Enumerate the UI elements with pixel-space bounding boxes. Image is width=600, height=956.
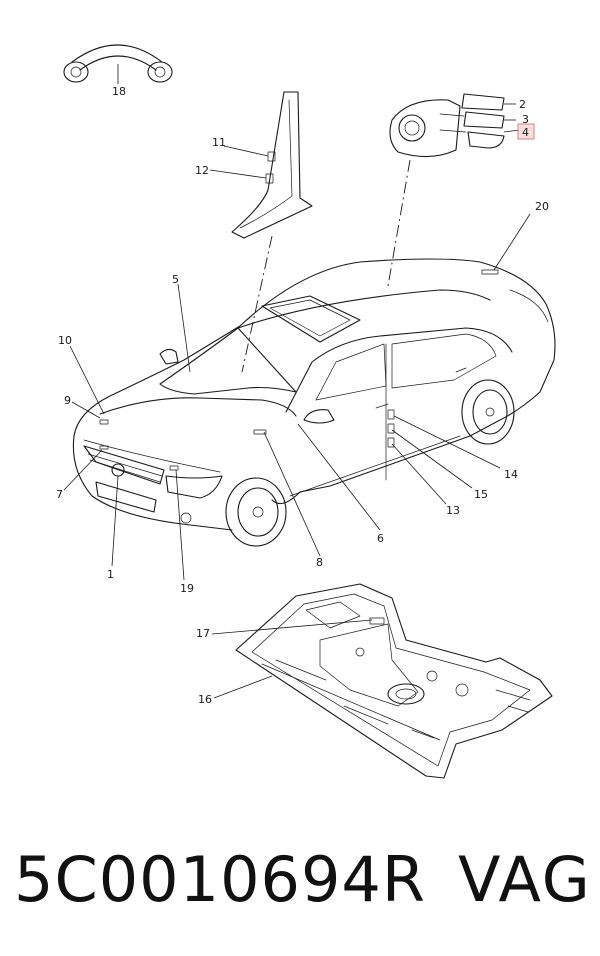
- callout-1: 1: [107, 568, 114, 581]
- callout-labels: 18 11 12 2 3 4 20 5 10 9 7 1 19 8 6 14 1…: [56, 85, 549, 706]
- callout-6: 6: [377, 532, 384, 545]
- dash-pillar: [241, 235, 273, 373]
- part-fuel-door: [389, 93, 521, 158]
- callout-17: 17: [196, 627, 210, 640]
- callout-11: 11: [212, 136, 226, 149]
- car-body: [72, 258, 556, 547]
- footer: 5C0010694R VAG: [0, 830, 600, 930]
- callout-2: 2: [519, 98, 526, 111]
- callout-13: 13: [446, 504, 460, 517]
- brand-label: VAG: [458, 843, 592, 916]
- callout-12: 12: [195, 164, 209, 177]
- callout-8: 8: [316, 556, 323, 569]
- callout-7: 7: [56, 488, 63, 501]
- callout-14: 14: [504, 468, 518, 481]
- callout-19: 19: [180, 582, 194, 595]
- callout-18: 18: [112, 85, 126, 98]
- part-pillar-panel: [209, 91, 313, 239]
- callout-3: 3: [522, 113, 529, 126]
- car-leaders: [63, 213, 531, 581]
- callout-5: 5: [172, 273, 179, 286]
- callout-10: 10: [58, 334, 72, 347]
- dash-fuel-door: [387, 159, 411, 287]
- callout-4: 4: [522, 126, 529, 139]
- callout-15: 15: [474, 488, 488, 501]
- callout-20: 20: [535, 200, 549, 213]
- parts-diagram: 18 11 12 2 3 4 20 5 10 9 7 1 19 8 6 14 1…: [56, 44, 556, 779]
- part-floor-pan: [211, 583, 553, 779]
- callout-4-highlight: [517, 123, 535, 140]
- part-number: 5C0010694R: [14, 843, 426, 916]
- part-18-strap: [63, 44, 173, 84]
- callout-16: 16: [198, 693, 212, 706]
- callout-9: 9: [64, 394, 71, 407]
